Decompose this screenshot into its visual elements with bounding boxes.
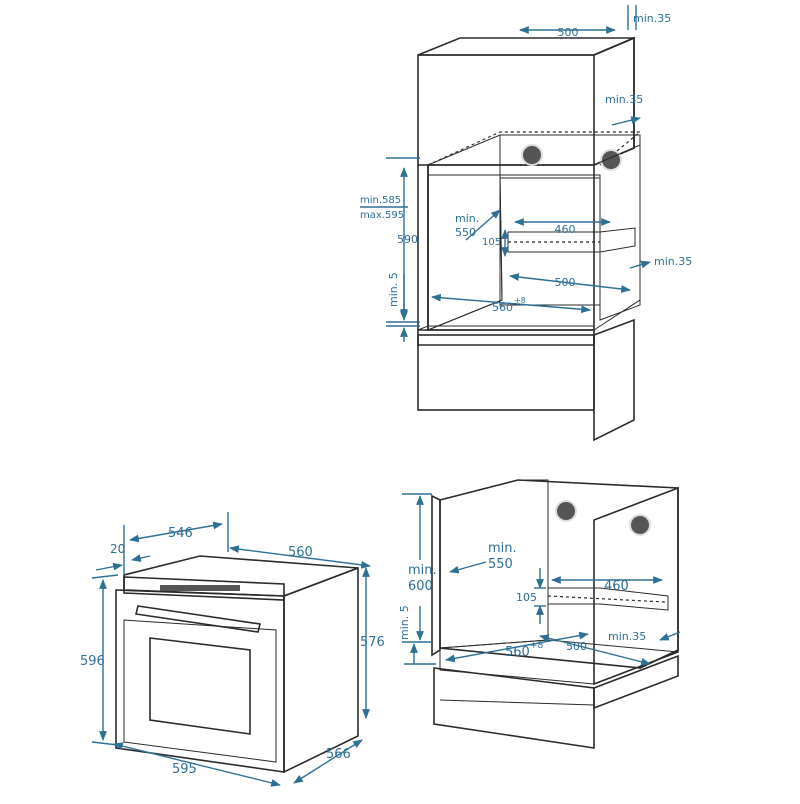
bottom-vent-height: 105 — [516, 591, 537, 604]
bottom-depth-value: 550 — [488, 557, 513, 572]
oven-height-label: 590 — [397, 233, 418, 246]
bottom-vent-gap: min.35 — [608, 630, 646, 643]
niche-height-max: max.595 — [360, 210, 404, 221]
top-gap-label: min.35 — [633, 12, 671, 25]
bottom-vent-width: 460 — [604, 579, 629, 594]
base-depth-label: 500 — [555, 276, 576, 289]
top-cabinet-width: 500 — [558, 26, 579, 39]
vent-width-label: 460 — [555, 223, 576, 236]
door-offset-label: 20 — [110, 542, 125, 556]
oven-height-front: 596 — [80, 654, 105, 669]
bottom-depth-min: min. — [488, 541, 517, 556]
niche-width-tolerance: +8 — [514, 296, 526, 305]
vent-gap-label: min.35 — [654, 255, 692, 268]
depth-value-label: 550 — [455, 226, 476, 239]
vent-height-label: 105 — [482, 237, 501, 248]
depth-min-label: min. — [455, 212, 479, 225]
oven-width-body: 560 — [288, 545, 313, 560]
oven-dimensions: 546 20 560 596 576 595 566 — [80, 512, 385, 787]
oven-depth-body: 546 — [168, 526, 193, 541]
oven-height-body: 576 — [360, 635, 385, 650]
top-installation: 500 min.35 min.35 min.585 max.595 590 mi… — [360, 5, 692, 442]
base-gap-label: min. 5 — [387, 272, 400, 307]
bottom-installation: min. 600 min. 550 460 105 min. 5 560 +8 … — [398, 479, 681, 749]
oven-depth-total: 566 — [326, 747, 351, 762]
oven-width-front: 595 — [172, 762, 197, 777]
bottom-base-gap: min. 5 — [398, 605, 411, 640]
niche-height-min: min.585 — [360, 195, 401, 206]
side-gap-label: min.35 — [605, 93, 643, 106]
bottom-height-min: min. — [408, 563, 437, 578]
bottom-base-depth: 500 — [566, 640, 587, 653]
bottom-niche-width-tolerance: +8 — [530, 641, 544, 651]
bottom-height-value: 600 — [408, 579, 433, 594]
niche-width-label: 560 — [492, 301, 513, 314]
bottom-niche-width: 560 — [505, 645, 530, 660]
